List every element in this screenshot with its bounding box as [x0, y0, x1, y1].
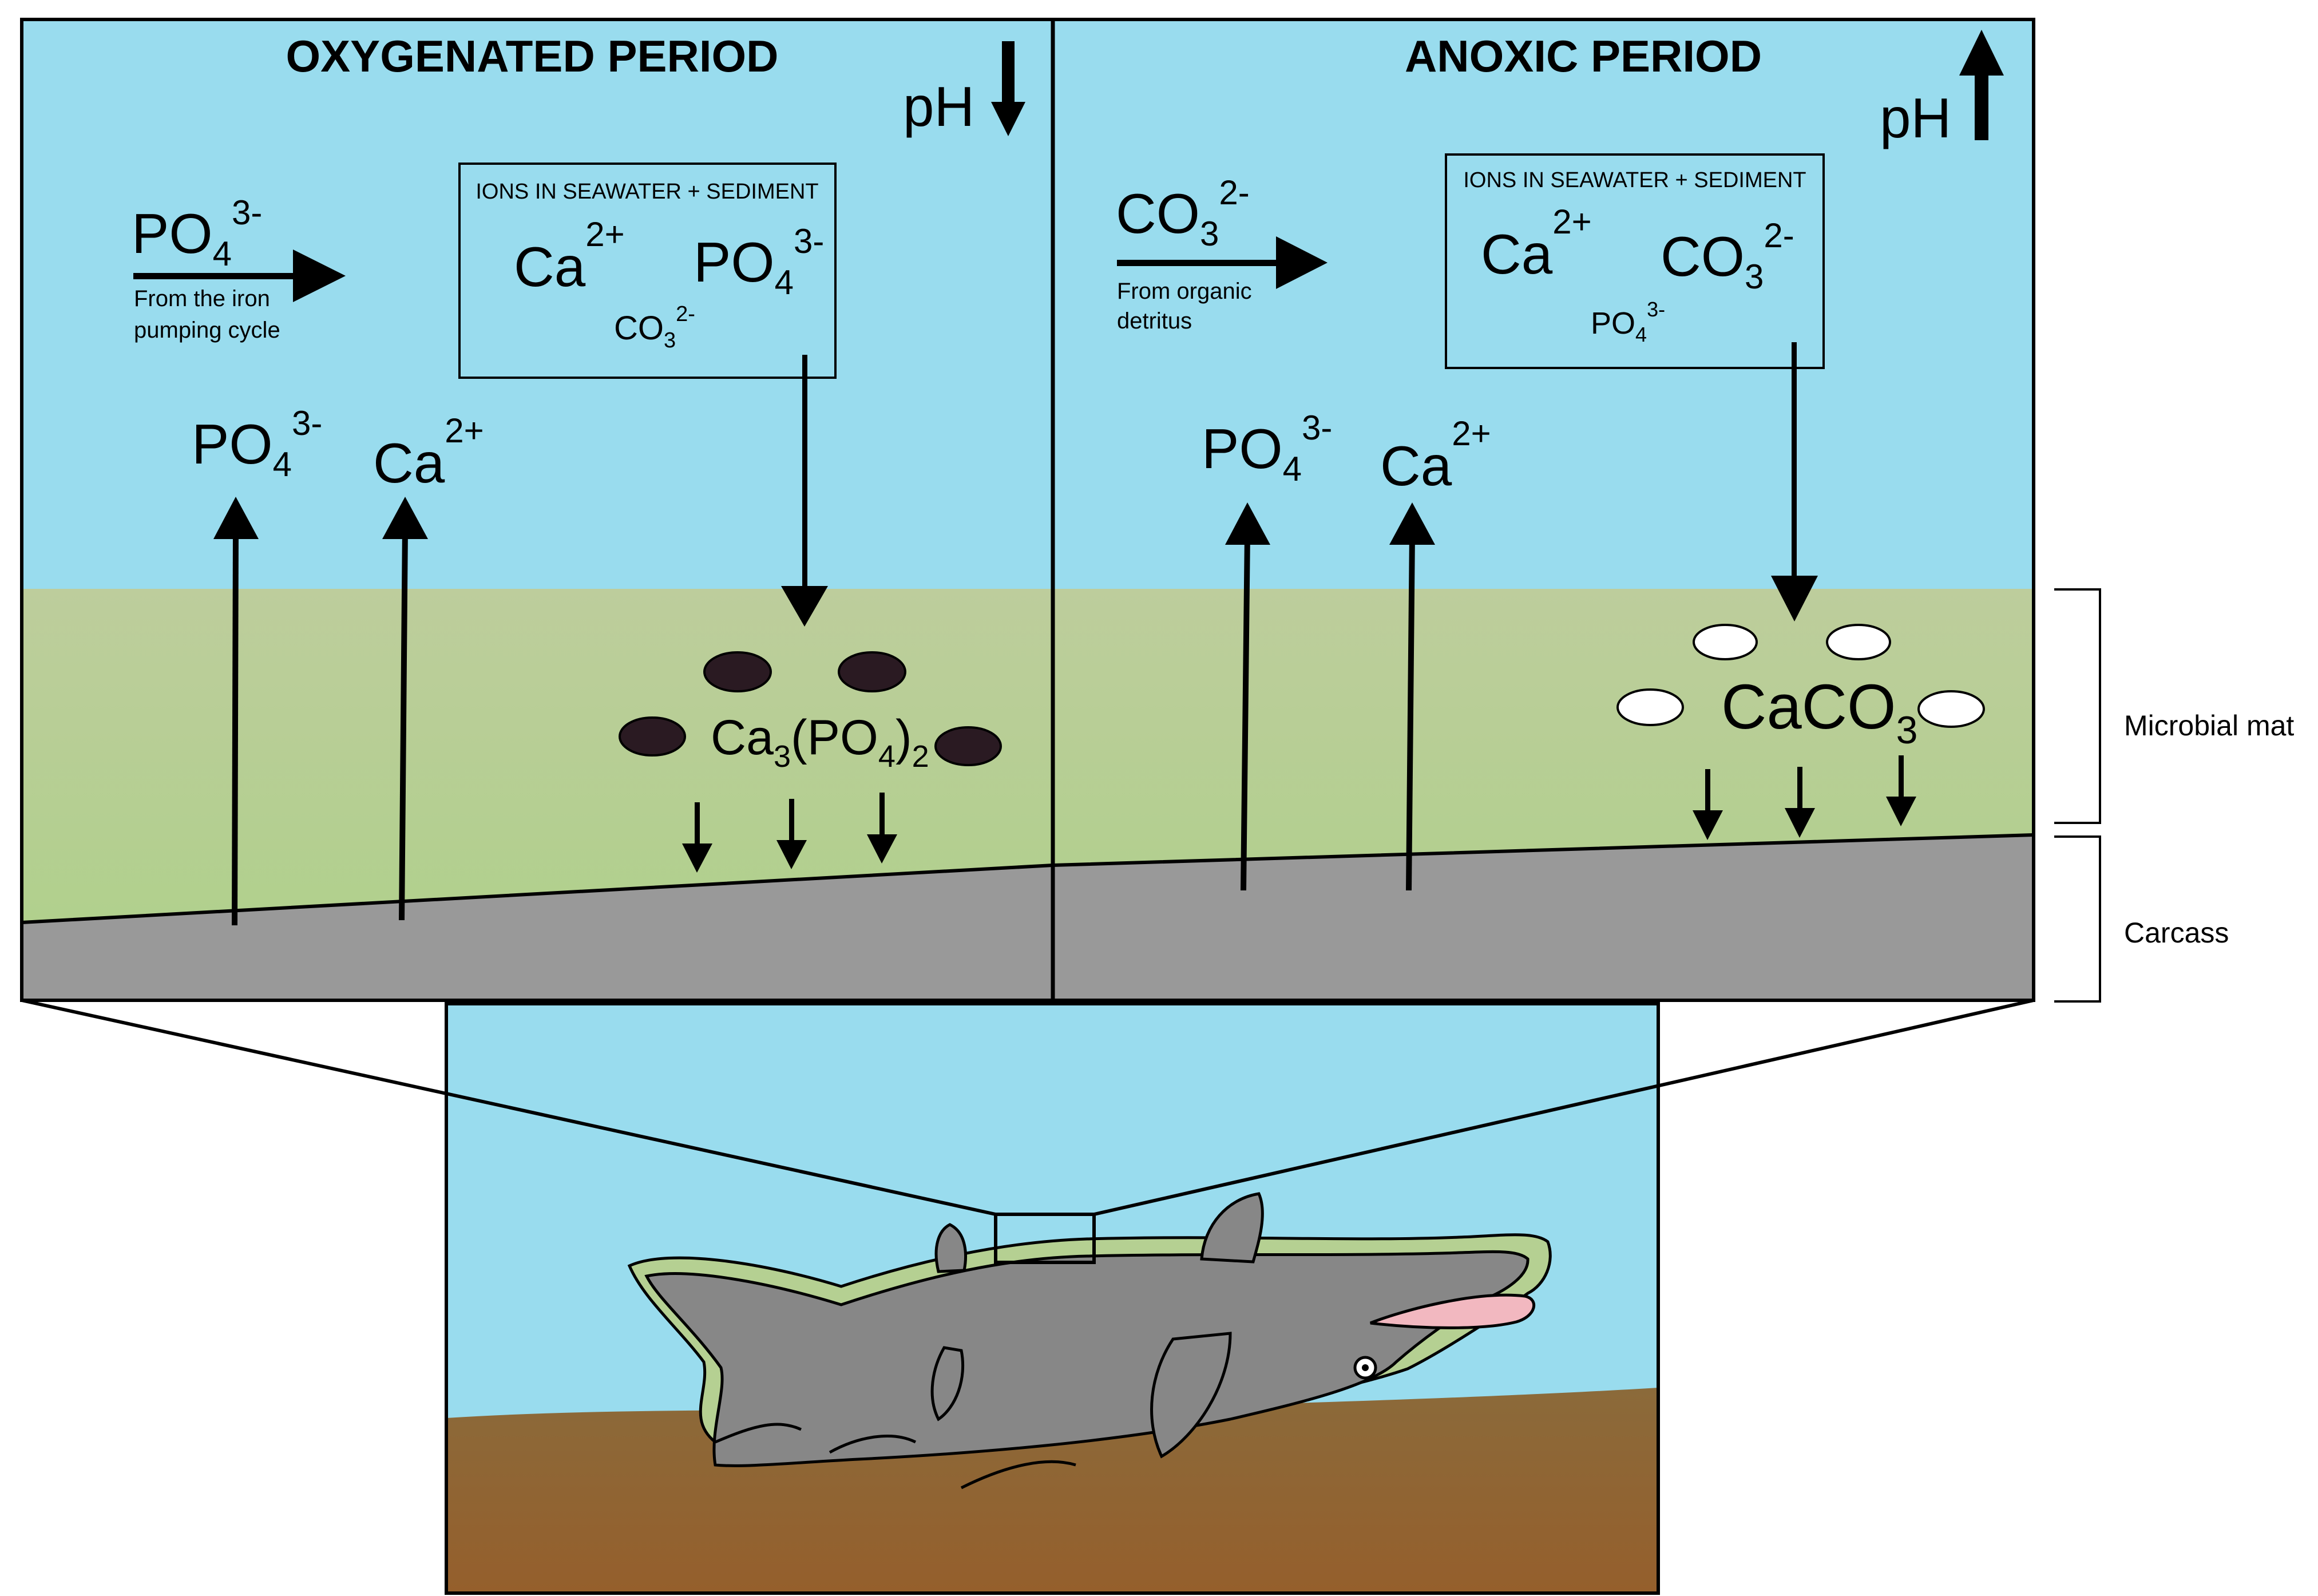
right-input-source-line1: From organic — [1117, 279, 1252, 304]
left-po4-up-arrow-icon — [213, 497, 259, 926]
right-released-po4: PO43- — [1202, 409, 1332, 488]
dorsal-fin-back — [934, 1223, 967, 1273]
left-precipitate-formula: Ca3(PO4)2 — [711, 710, 929, 774]
left-input-source-line1: From the iron — [134, 286, 270, 311]
panel-frame — [20, 18, 2035, 1002]
pectoral-fin-rear — [930, 1346, 965, 1421]
pectoral-fin-front — [1150, 1332, 1232, 1459]
left-deposit-arrow-icon — [781, 355, 828, 627]
left-title: OXYGENATED PERIOD — [286, 31, 778, 81]
ph-up-arrow-icon — [1959, 30, 2004, 140]
right-po4-up-arrow-icon — [1225, 502, 1270, 891]
left-released-po4: PO43- — [192, 404, 322, 484]
right-ca-up-arrow-icon — [1389, 502, 1435, 891]
zoomed-cross-section — [20, 18, 2035, 1002]
right-box-ca: Ca2+ — [1481, 203, 1592, 286]
eye-pupil — [1362, 1364, 1369, 1371]
right-input-source-line2: detritus — [1117, 308, 1192, 334]
left-box-po4: PO43- — [694, 222, 824, 302]
sediment-fold-3 — [715, 1423, 802, 1444]
carcass-animal — [627, 1192, 1552, 1490]
carcass-bracket — [2054, 835, 2101, 1003]
right-box-po4: PO43- — [1591, 298, 1665, 346]
right-ions-box — [1445, 153, 1825, 369]
right-box-co3: CO32- — [1661, 216, 1794, 296]
right-precipitate-formula: CaCO3 — [1721, 672, 1917, 752]
left-input-source-line2: pumping cycle — [134, 318, 280, 343]
left-settling-arrows-icon — [682, 793, 897, 873]
right-input-arrow-icon — [1117, 236, 1328, 289]
left-ph-label: pH — [903, 75, 974, 138]
microbial-mat-bracket — [2054, 588, 2101, 824]
left-ca-up-arrow-icon — [382, 497, 428, 921]
right-deposit-arrow-icon — [1771, 342, 1818, 621]
dorsal-fin-front — [1200, 1192, 1264, 1264]
sediment-fold-1 — [829, 1435, 917, 1454]
scene-frame — [445, 1002, 1660, 1595]
seawater-layer — [22, 19, 2034, 589]
left-input-ion: PO43- — [132, 193, 262, 273]
right-title: ANOXIC PERIOD — [1405, 31, 1762, 81]
right-input-ion: CO32- — [1116, 173, 1250, 253]
zoom-area-marker — [994, 1213, 1096, 1264]
right-ions-box-label: IONS IN SEAWATER + SEDIMENT — [1463, 168, 1806, 192]
calcium-phosphate-particles — [619, 651, 1002, 766]
oxygenated-period-panel: OXYGENATED PERIOD pH PO43- From the iron… — [132, 31, 1025, 926]
right-released-ca: Ca2+ — [1380, 414, 1491, 497]
microbial-mat-label: Microbial mat — [2124, 710, 2294, 742]
zoom-connectors — [21, 999, 2034, 1216]
mouth — [1370, 1293, 1536, 1329]
left-box-ca: Ca2+ — [514, 215, 625, 298]
overview-scene — [445, 1002, 1660, 1595]
left-ions-box-label: IONS IN SEAWATER + SEDIMENT — [476, 180, 818, 204]
right-settling-arrows-icon — [1693, 755, 1916, 840]
left-released-ca: Ca2+ — [373, 411, 484, 494]
anoxic-period-panel: ANOXIC PERIOD pH CO32- From organic detr… — [1116, 30, 2004, 891]
carcass-label: Carcass — [2124, 917, 2229, 949]
left-ions-box — [458, 163, 837, 379]
left-box-co3: CO32- — [614, 302, 695, 353]
layer-brackets: Microbial mat Carcass — [2054, 588, 2294, 1003]
right-ph-label: pH — [1880, 86, 1951, 149]
sediment-fold-2 — [960, 1460, 1076, 1490]
calcium-carbonate-particles — [1616, 624, 1985, 728]
left-input-arrow-icon — [133, 250, 346, 302]
ph-down-arrow-icon — [991, 41, 1025, 136]
